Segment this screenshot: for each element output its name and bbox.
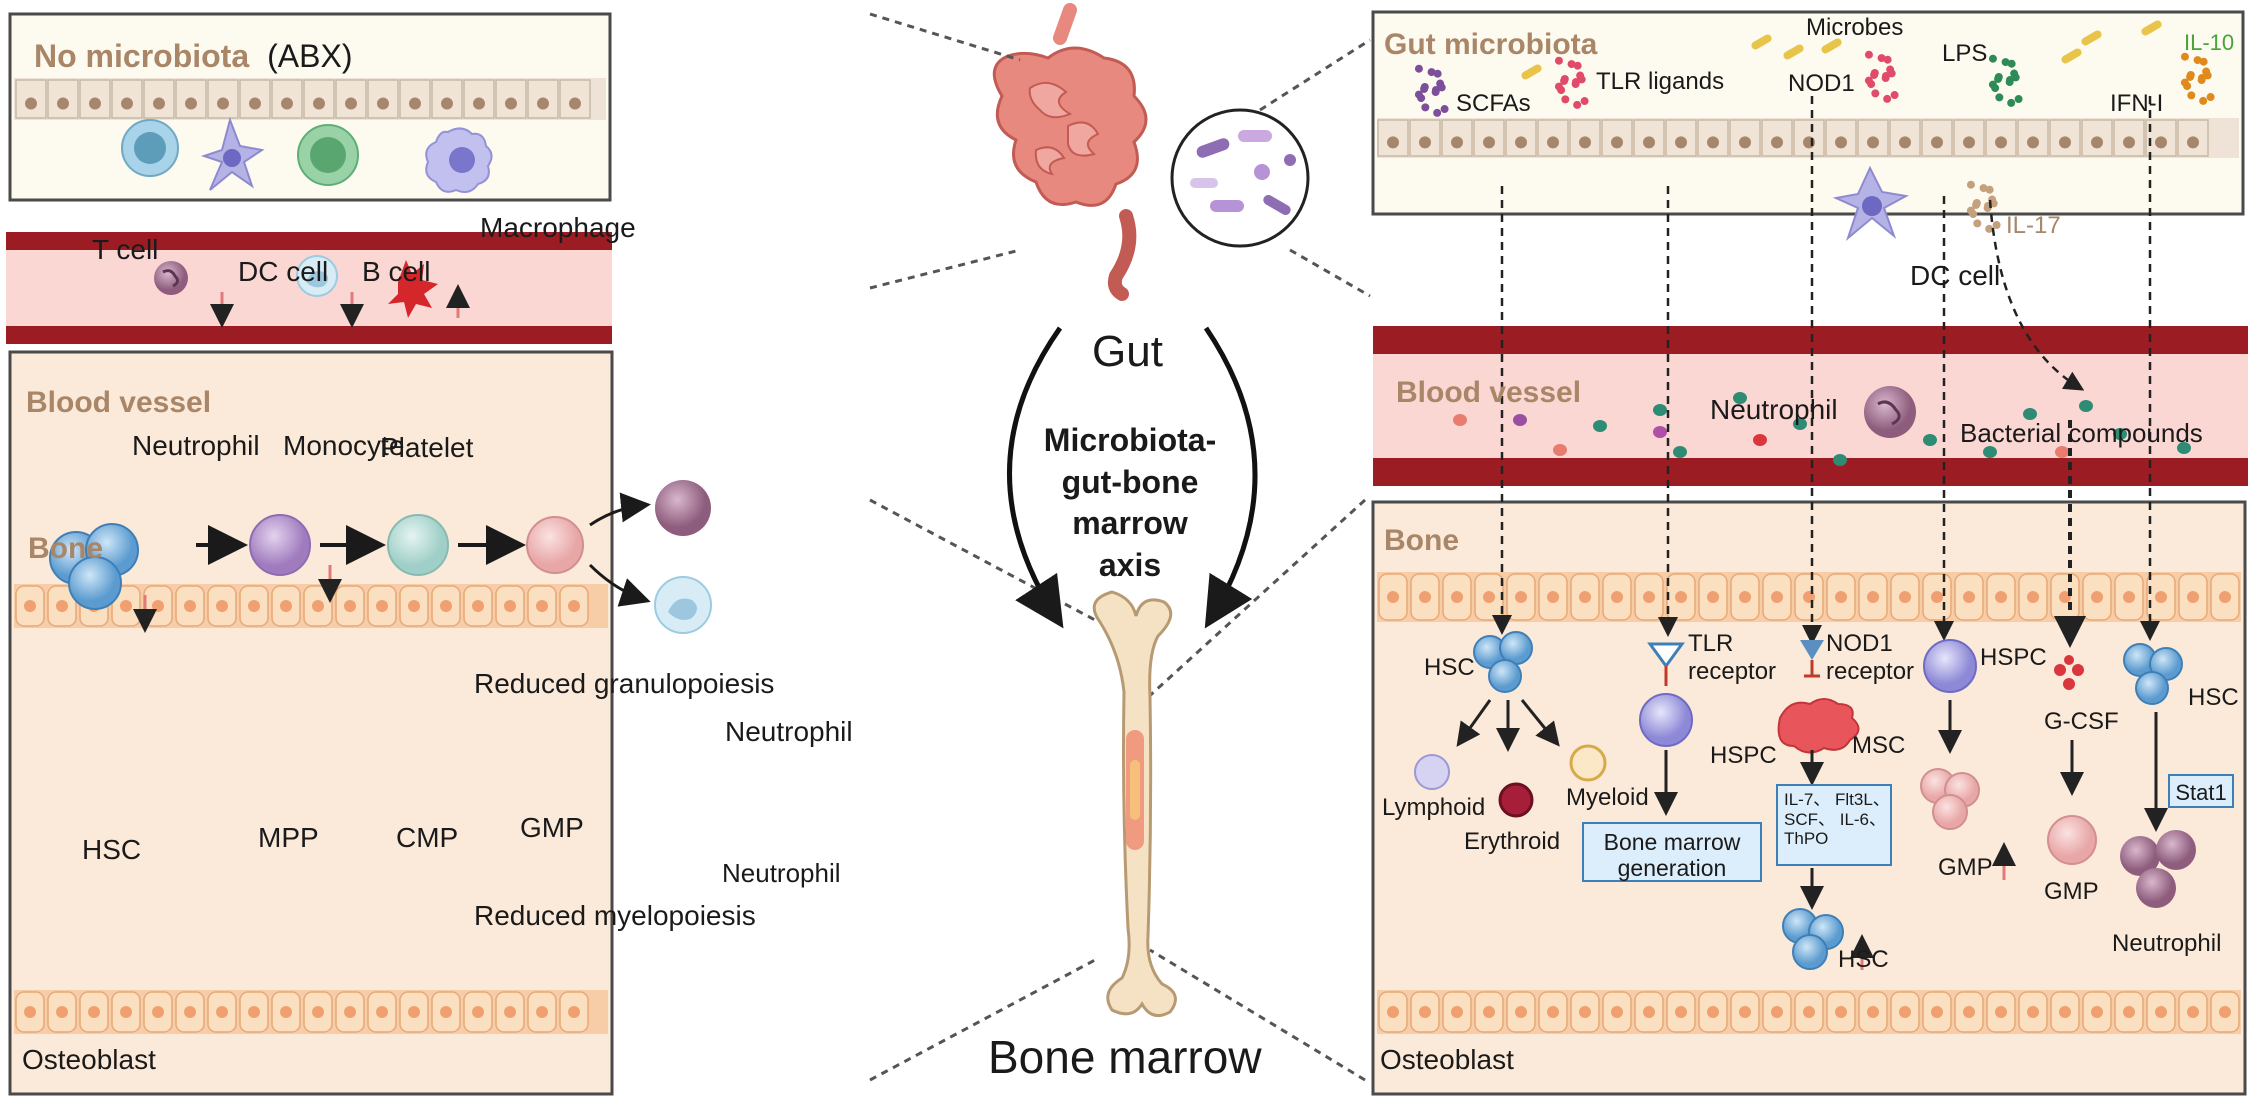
lymphoid-cell	[1414, 754, 1450, 790]
nod1-label: NOD1	[1788, 70, 1855, 97]
neutrophil-icon-right	[1864, 386, 1916, 438]
b-cell-label: B cell	[362, 256, 431, 287]
microbes-circle-icon	[1170, 108, 1310, 248]
tlr-receptor-icon	[1647, 642, 1685, 669]
platelet-label: Platelet	[380, 432, 474, 463]
dc-cell-right-label: DC cell	[1910, 260, 2001, 291]
neutrophil-cell-a	[655, 480, 711, 536]
tlr-receptor-label: TLR receptor	[1688, 630, 1777, 685]
reduced-granulopoiesis-label: Reduced granulopoiesis	[474, 668, 775, 699]
left-vessel-title: Blood vessel	[26, 386, 212, 419]
gmp-label: GMP	[520, 812, 584, 843]
bone-marrow-generation-box: Bone marrow generation	[1582, 822, 1762, 882]
cmp-label: CMP	[396, 822, 459, 853]
hsc-right-a-label: HSC	[1424, 654, 1475, 681]
intestine-icon	[992, 3, 1148, 301]
hsc-up-label: HSC	[1838, 946, 1889, 973]
neutrophil-cell-b	[654, 576, 712, 634]
microbes-label: Microbes	[1806, 14, 1904, 41]
macrophage-icon	[425, 127, 493, 193]
right-top-panel	[1371, 10, 2245, 216]
cmp-cell	[387, 514, 449, 576]
neutrophil-label: Neutrophil	[132, 430, 260, 461]
monocyte-label: Monocyte	[283, 430, 405, 461]
lps-label: LPS	[1942, 40, 1988, 67]
monocyte-icon	[296, 255, 338, 297]
right-vessel-title: Blood vessel	[1396, 376, 1582, 409]
hsc-label: HSC	[82, 834, 142, 865]
gcsf-icon	[2054, 655, 2084, 690]
platelet-icon	[388, 260, 438, 318]
hsc-cluster-up	[1782, 908, 1844, 970]
tlr-ligands-label: TLR ligands	[1596, 68, 1725, 95]
bone-marrow-label: Bone marrow	[988, 1031, 1262, 1083]
cytokines-box: IL-7、 Flt3L、 SCF、 IL-6、 ThPO	[1776, 784, 1892, 866]
dc-cell-icon-right	[1832, 165, 1910, 242]
neutrophil-cluster-right	[2120, 830, 2196, 908]
axis-arrow-left	[1007, 326, 1064, 629]
ifn1-label: IFN-I	[2110, 90, 2164, 117]
erythroid-label: Erythroid	[1464, 828, 1561, 855]
gmp-cell-right	[2047, 815, 2097, 865]
myeloid-cell	[1569, 744, 1607, 782]
gmp-cluster-up	[1920, 768, 1980, 830]
hspc-cell-a	[1639, 693, 1693, 747]
gcsf-label: G-CSF	[2044, 708, 2119, 735]
hsc-cluster-right-a	[1473, 631, 1533, 693]
macrophage-label: Macrophage	[480, 212, 636, 243]
left-osteoblast-label: Osteoblast	[22, 1044, 156, 1075]
mpp-cell	[249, 514, 311, 576]
reduced-myelopoiesis-label: Reduced myelopoiesis	[474, 900, 756, 931]
hspc-b-label: HSPC	[1980, 644, 2047, 671]
neutrophil-icon	[154, 261, 188, 295]
hspc-a-label: HSPC	[1710, 742, 1777, 769]
gut-label: Gut	[1092, 327, 1163, 376]
il17-label: IL-17	[2006, 212, 2061, 239]
mpp-label: MPP	[258, 822, 319, 853]
neutrophil-a-label: Neutrophil	[725, 716, 853, 747]
hspc-cell-b	[1923, 639, 1977, 693]
right-top-title: Gut microbiota	[1384, 28, 1598, 61]
neutrophil-right-b-label: Neutrophil	[2112, 930, 2222, 957]
scfas-label: SCFAs	[1456, 90, 1531, 117]
t-cell-label: T cell	[92, 234, 159, 265]
msc-label: MSC	[1852, 732, 1906, 759]
hsc-cluster-left	[49, 523, 139, 610]
left-bone-title: Bone	[28, 532, 103, 565]
nod1-receptor-icon	[1800, 640, 1824, 660]
right-osteoblast-label: Osteoblast	[1380, 1044, 1514, 1075]
nod1-receptor-label: NOD1 receptor	[1826, 630, 1915, 685]
lymphoid-label: Lymphoid	[1382, 794, 1486, 821]
erythroid-cell	[1498, 782, 1534, 818]
dc-cell-icon	[200, 116, 265, 191]
msc-cell	[1777, 698, 1860, 754]
right-bone-title: Bone	[1384, 524, 1459, 557]
axis-label: Microbiota- gut-bone marrow axis	[1043, 422, 1217, 583]
neutrophil-right-label: Neutrophil	[1710, 394, 1838, 425]
gmp-up-label: GMP	[1938, 854, 1993, 881]
neutrophil-b-label: Neutrophil	[722, 858, 841, 888]
femur-bone-icon	[1092, 590, 1177, 1018]
hsc-cluster-right-b	[2123, 643, 2183, 705]
bacterial-compounds-label: Bacterial compounds	[1960, 418, 2203, 448]
stat1-box: Stat1	[2168, 774, 2234, 808]
left-bone-panel	[8, 350, 614, 1096]
myeloid-label: Myeloid	[1566, 784, 1649, 811]
hsc-right-b-label: HSC	[2188, 684, 2239, 711]
gmp-right-label: GMP	[2044, 878, 2099, 905]
dc-cell-label: DC cell	[238, 256, 329, 287]
il10-label: IL-10	[2184, 30, 2235, 55]
axis-arrow-right	[1203, 326, 1258, 629]
left-top-title: No microbiota(ABX)	[34, 38, 353, 74]
gmp-cell	[526, 516, 584, 574]
